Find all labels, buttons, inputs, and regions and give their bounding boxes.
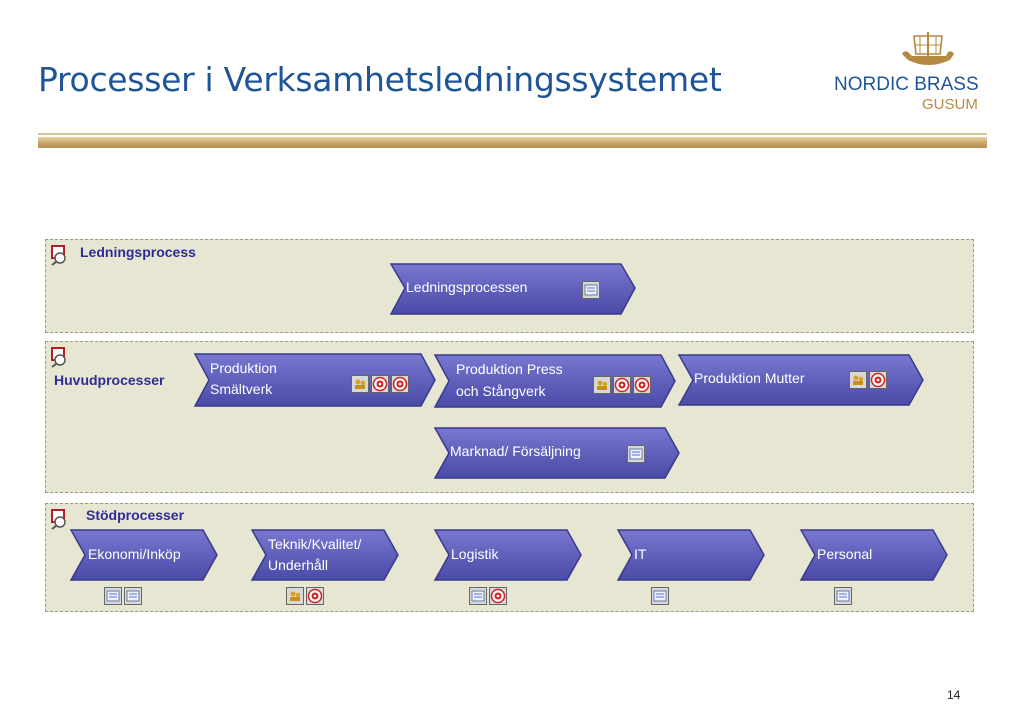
document-icon[interactable] bbox=[582, 281, 600, 299]
target-icon[interactable] bbox=[869, 371, 887, 389]
people-icon[interactable] bbox=[286, 587, 304, 605]
logo-text-sub: GUSUM bbox=[922, 96, 978, 113]
process-personal[interactable]: Personal bbox=[799, 528, 951, 584]
process-produktion-press[interactable]: Produktion Press och Stångverk bbox=[433, 353, 679, 411]
process-label-line1: Produktion bbox=[210, 360, 277, 376]
target-icon[interactable] bbox=[613, 376, 631, 394]
header-rule-thick bbox=[38, 137, 987, 148]
target-icon[interactable] bbox=[371, 375, 389, 393]
document-icon[interactable] bbox=[469, 587, 487, 605]
document-icon[interactable] bbox=[124, 587, 142, 605]
page-number: 14 bbox=[947, 688, 961, 702]
document-icon[interactable] bbox=[651, 587, 669, 605]
process-ekonomi-inkop[interactable]: Ekonomi/Inköp bbox=[69, 528, 221, 584]
document-icon[interactable] bbox=[104, 587, 122, 605]
process-arrow-shape bbox=[69, 529, 218, 581]
process-arrow-shape bbox=[250, 529, 399, 581]
process-arrow-shape bbox=[193, 353, 436, 407]
target-icon[interactable] bbox=[633, 376, 651, 394]
process-label-line2: och Stångverk bbox=[456, 383, 546, 399]
ship-icon bbox=[902, 32, 954, 65]
target-icon[interactable] bbox=[306, 587, 324, 605]
lane-process-icon bbox=[51, 347, 66, 368]
lane-process-icon bbox=[51, 509, 66, 530]
process-label: Personal bbox=[817, 546, 873, 562]
target-icon[interactable] bbox=[391, 375, 409, 393]
lane-process-icon bbox=[51, 245, 66, 266]
lane-label-ledningsprocess: Ledningsprocess bbox=[80, 244, 196, 260]
process-teknik-kvalitet-underhall[interactable]: Teknik/Kvalitet/ Underhåll bbox=[250, 528, 402, 584]
process-arrow-shape bbox=[433, 354, 676, 408]
process-arrow-shape bbox=[433, 427, 680, 479]
process-it[interactable]: IT bbox=[616, 528, 768, 584]
process-label-line1: Teknik/Kvalitet/ bbox=[268, 536, 362, 552]
logo-text-main: NORDIC BRASS bbox=[834, 74, 979, 95]
process-arrow-shape bbox=[677, 354, 924, 406]
process-label: Ledningsprocessen bbox=[406, 279, 528, 295]
process-label: Marknad/ Försäljning bbox=[450, 443, 581, 459]
process-marknad-forsaljning[interactable]: Marknad/ Försäljning bbox=[433, 426, 683, 482]
process-label: Ekonomi/Inköp bbox=[88, 546, 181, 562]
process-label: IT bbox=[634, 546, 647, 562]
process-label-line2: Underhåll bbox=[268, 557, 328, 573]
lane-label-stodprocesser: Stödprocesser bbox=[86, 507, 185, 523]
process-label: Produktion Mutter bbox=[694, 370, 805, 386]
process-label: Logistik bbox=[451, 546, 499, 562]
document-icon[interactable] bbox=[627, 445, 645, 463]
slide-title: Processer i Verksamhetsledningssystemet bbox=[38, 60, 722, 99]
process-arrow-shape bbox=[616, 529, 765, 581]
header-rule-thin bbox=[38, 133, 987, 135]
process-label-line2: Smältverk bbox=[210, 381, 273, 397]
document-icon[interactable] bbox=[834, 587, 852, 605]
people-icon[interactable] bbox=[849, 371, 867, 389]
process-arrow-shape bbox=[799, 529, 948, 581]
nordic-brass-logo: NORDIC BRASS GUSUM bbox=[830, 30, 990, 120]
process-arrow-shape bbox=[389, 263, 636, 315]
process-arrow-shape bbox=[433, 529, 582, 581]
process-produktion-smaltverk[interactable]: Produktion Smältverk bbox=[193, 352, 439, 410]
people-icon[interactable] bbox=[351, 375, 369, 393]
lane-label-huvudprocesser: Huvudprocesser bbox=[54, 372, 165, 388]
process-ledningsprocessen[interactable]: Ledningsprocessen bbox=[389, 262, 639, 318]
process-logistik[interactable]: Logistik bbox=[433, 528, 585, 584]
process-produktion-mutter[interactable]: Produktion Mutter bbox=[677, 353, 927, 409]
target-icon[interactable] bbox=[489, 587, 507, 605]
people-icon[interactable] bbox=[593, 376, 611, 394]
process-label-line1: Produktion Press bbox=[456, 361, 563, 377]
